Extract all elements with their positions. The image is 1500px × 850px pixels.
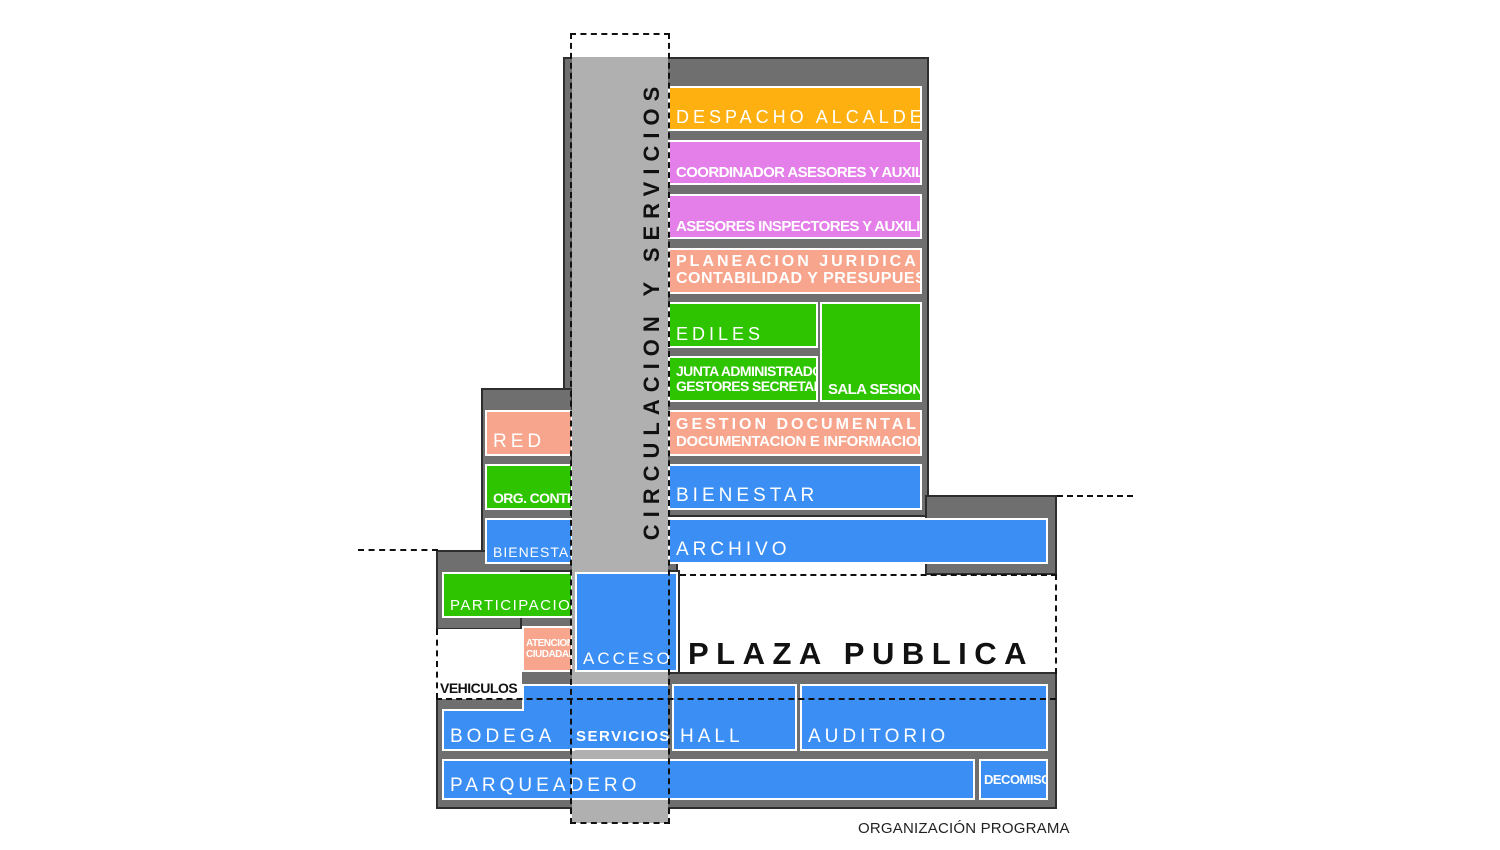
room-label: AUDITORIO [808,726,950,748]
room-label: DECOMISOS [984,772,1046,787]
room-label: PARQUEADERO [450,775,641,797]
room-label: GESTORES SECRETARIAS [676,378,816,394]
room-parqueadero: PARQUEADERO [442,759,975,800]
room-auditorio: AUDITORIO [800,684,1048,751]
room-atencion-ciudadano: ATENCION CIUDADANO [522,626,573,672]
room-bienestar-left: BIENESTAR [485,518,573,564]
room-label: PARTICIPACION [450,597,573,615]
room-label: ACCESO [583,649,673,669]
plaza-label: PLAZA PUBLICA [688,636,1035,671]
room-label: BIENESTAR [676,485,819,507]
room-label: ASESORES INSPECTORES Y AUXILIARES [676,218,920,236]
room-label: JUNTA ADMINISTRADORA [676,363,816,380]
room-planeacion: PLANEACION JURIDICA CONTABILIDAD Y PRESU… [668,248,922,294]
room-junta: JUNTA ADMINISTRADORA GESTORES SECRETARIA… [668,356,818,402]
room-label: DESPACHO ALCALDE [676,107,922,128]
room-ediles: EDILES [668,302,818,348]
room-asesores: ASESORES INSPECTORES Y AUXILIARES [668,194,922,239]
room-label: COORDINADOR ASESORES Y AUXILIARES [676,164,922,182]
room-label: PLANEACION JURIDICA [676,253,919,271]
room-hall: HALL [672,684,797,751]
plaza-edge-line [1055,574,1057,674]
vehiculos-edge-line [436,629,438,699]
servicios-block [572,684,668,750]
room-red: RED [485,410,573,456]
level-line-left [358,549,438,551]
plaza-void [680,575,1057,672]
room-label: EDILES [676,324,765,345]
room-org-control: ORG. CONTROL [485,464,573,510]
vehiculos-void [436,629,522,699]
room-label: CIUDADANO [526,649,571,660]
room-label: ORG. CONTROL [493,490,571,507]
room-decomisos: DECOMISOS [979,759,1048,800]
room-label: RED [493,431,546,453]
circulation-dashed-outline [570,33,670,824]
room-label: DOCUMENTACION E INFORMACION [676,432,922,450]
vehiculos-label: VEHICULOS [440,680,518,696]
plaza-top-line [680,574,1057,576]
room-archivo: ARCHIVO [668,518,1048,564]
servicios-label: SERVICIOS [576,728,671,745]
level-line-right [1057,495,1133,497]
room-participacion: PARTICIPACION [442,572,573,618]
room-label: GESTION DOCUMENTAL [676,415,920,433]
room-label: ARCHIVO [676,539,791,561]
room-bodega: BODEGA [442,709,575,751]
ground-line [436,698,1056,700]
room-label: ATENCION [526,638,573,649]
room-label: SALA SESIONES [828,381,922,399]
room-despacho-alcalde: DESPACHO ALCALDE [668,86,922,131]
room-label: HALL [680,726,744,748]
room-label: BODEGA [450,726,556,748]
room-bienestar-right: BIENESTAR [668,464,922,510]
room-label: CONTABILIDAD Y PRESUPUESTO [676,270,922,287]
room-acceso: ACCESO [575,572,678,672]
diagram-caption: ORGANIZACIÓN PROGRAMA [858,820,1070,837]
room-sala-sesiones: SALA SESIONES [820,302,922,402]
room-coordinador: COORDINADOR ASESORES Y AUXILIARES [668,140,922,185]
room-gestion-documental: GESTION DOCUMENTAL DOCUMENTACION E INFOR… [668,410,922,456]
room-label: BIENESTAR [493,544,573,561]
